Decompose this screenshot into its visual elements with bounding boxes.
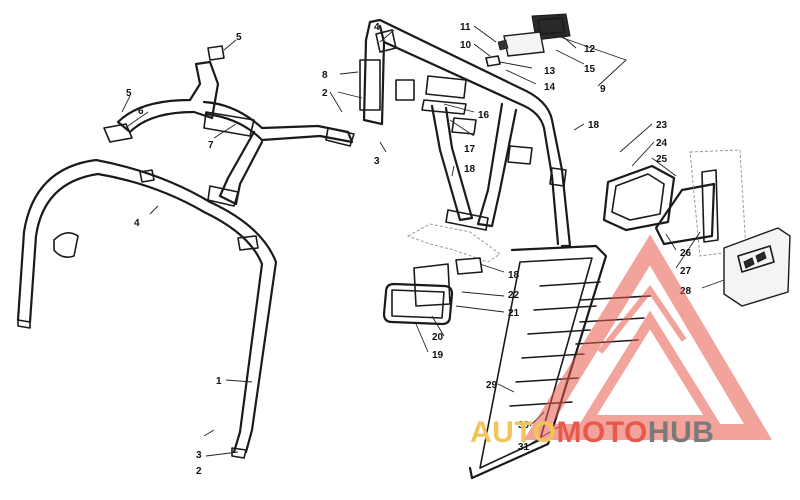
callout-18c: 18 <box>508 270 520 281</box>
callout-23: 23 <box>656 120 668 131</box>
upper-brace <box>103 45 355 207</box>
callout-6: 6 <box>138 106 144 117</box>
callout-11: 11 <box>460 22 471 33</box>
callout-30: 30 <box>518 420 530 431</box>
callout-26: 26 <box>680 248 692 259</box>
callout-18a: 18 <box>588 120 600 131</box>
callout-labels: 1 2 3 4 5 6 7 5 4 3 2 8 11 10 12 13 15 1… <box>126 22 692 477</box>
callout-12: 12 <box>584 44 596 55</box>
rear-light-assembly <box>382 257 483 326</box>
callout-16: 16 <box>478 110 490 121</box>
callout-20: 20 <box>432 332 444 343</box>
callout-24: 24 <box>656 138 668 149</box>
callout-18b: 18 <box>464 164 476 175</box>
callout-3b: 3 <box>374 156 380 167</box>
callout-2: 2 <box>196 466 202 477</box>
callout-5b: 5 <box>236 32 242 43</box>
watermark-logo <box>523 234 773 440</box>
callout-3: 3 <box>196 450 202 461</box>
callout-15: 15 <box>584 64 596 75</box>
callout-1: 1 <box>216 376 222 387</box>
callout-22: 22 <box>508 290 520 301</box>
callout-25: 25 <box>656 154 668 165</box>
callout-27: 27 <box>680 266 692 277</box>
callout-2b: 2 <box>322 88 328 99</box>
top-light-assembly <box>485 13 571 67</box>
front-roll-bar <box>16 158 278 459</box>
callout-28: 28 <box>680 286 692 297</box>
callout-29: 29 <box>486 380 498 391</box>
callout-17: 17 <box>464 144 476 155</box>
callout-4: 4 <box>134 218 140 229</box>
callout-31: 31 <box>518 442 530 453</box>
callout-10: 10 <box>460 40 472 51</box>
callout-8: 8 <box>322 70 328 81</box>
callout-9: 9 <box>600 84 606 95</box>
callout-21: 21 <box>508 308 520 319</box>
rear-cage <box>359 18 572 263</box>
right-door-assembly <box>602 149 791 307</box>
callout-5: 5 <box>126 88 132 99</box>
callout-14: 14 <box>544 82 556 93</box>
callout-19: 19 <box>432 350 444 361</box>
callout-13: 13 <box>544 66 556 77</box>
callout-7: 7 <box>208 140 214 151</box>
callout-4b: 4 <box>374 22 380 33</box>
